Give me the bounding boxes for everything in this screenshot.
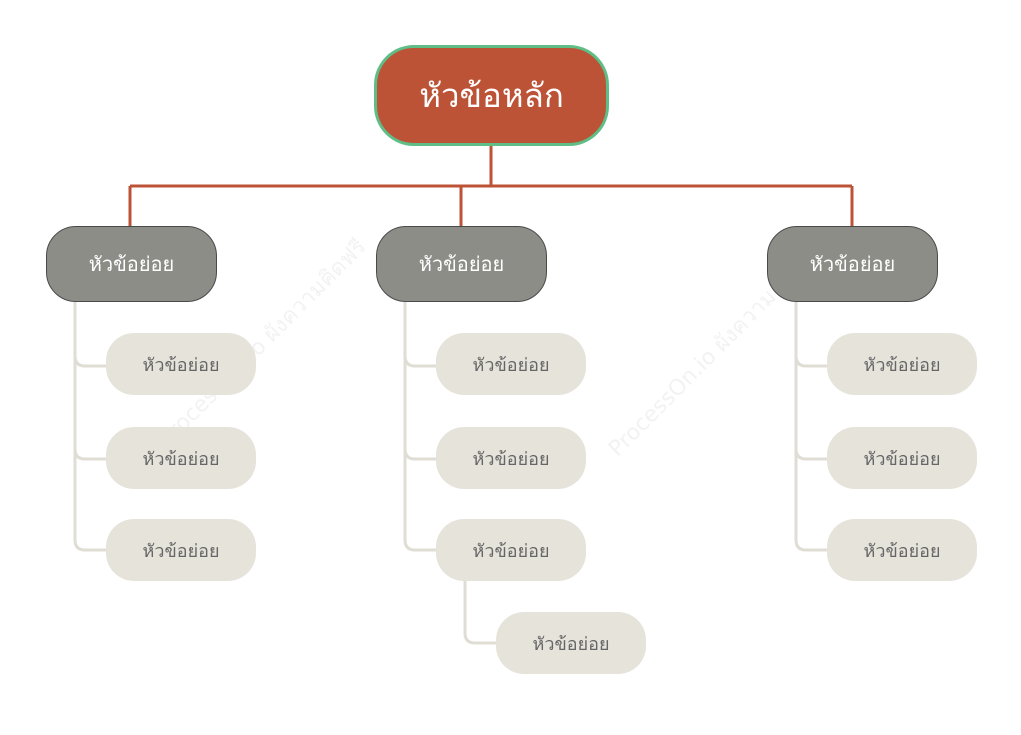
root-connector — [128, 146, 854, 226]
branch-2-leaf-connector — [403, 302, 436, 552]
subtopic-label: หัวข้อย่อย — [418, 252, 505, 276]
root-topic-label: หัวข้อหลัก — [419, 76, 564, 115]
leaf-topic-label: หัวข้อย่อย — [472, 448, 550, 470]
leaf-topic[interactable]: หัวข้อย่อย — [827, 333, 977, 395]
leaf-topic[interactable]: หัวข้อย่อย — [106, 519, 256, 581]
branch-1-leaf-connector — [73, 302, 106, 552]
leaf-topic-label: หัวข้อย่อย — [472, 354, 550, 376]
subtopic-3[interactable]: หัวข้อย่อย — [767, 226, 938, 302]
leaf-topic-label: หัวข้อย่อย — [863, 448, 941, 470]
subtopic-1[interactable]: หัวข้อย่อย — [46, 226, 217, 302]
subtopic-label: หัวข้อย่อย — [88, 252, 175, 276]
leaf-topic-label: หัวข้อย่อย — [142, 540, 220, 562]
subtopic-2[interactable]: หัวข้อย่อย — [376, 226, 547, 302]
leaf-topic-label: หัวข้อย่อย — [472, 540, 550, 562]
subtopic-label: หัวข้อย่อย — [809, 252, 896, 276]
leaf-topic[interactable]: หัวข้อย่อย — [106, 333, 256, 395]
leaf-topic-label: หัวข้อย่อย — [142, 354, 220, 376]
branch-2-grandchild-connector — [463, 581, 496, 645]
leaf-topic[interactable]: หัวข้อย่อย — [106, 427, 256, 489]
leaf-topic[interactable]: หัวข้อย่อย — [827, 519, 977, 581]
grandchild-topic-label: หัวข้อย่อย — [532, 633, 610, 655]
leaf-topic[interactable]: หัวข้อย่อย — [436, 427, 586, 489]
leaf-topic-label: หัวข้อย่อย — [142, 448, 220, 470]
leaf-topic[interactable]: หัวข้อย่อย — [827, 427, 977, 489]
grandchild-topic[interactable]: หัวข้อย่อย — [496, 612, 646, 674]
leaf-topic[interactable]: หัวข้อย่อย — [436, 519, 586, 581]
leaf-topic-label: หัวข้อย่อย — [863, 354, 941, 376]
branch-3-leaf-connector — [794, 302, 827, 552]
root-topic[interactable]: หัวข้อหลัก — [374, 45, 609, 146]
leaf-topic[interactable]: หัวข้อย่อย — [436, 333, 586, 395]
leaf-topic-label: หัวข้อย่อย — [863, 540, 941, 562]
